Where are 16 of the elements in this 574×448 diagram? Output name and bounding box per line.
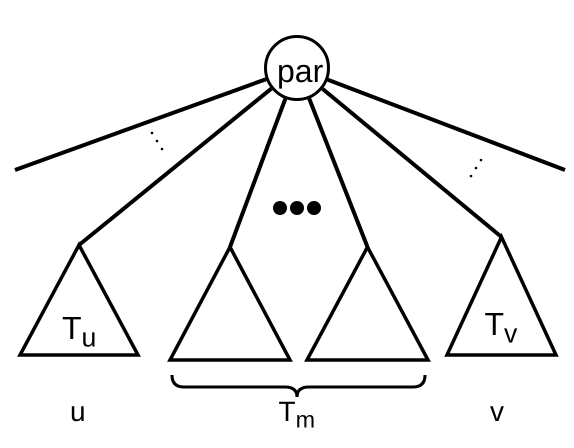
connector-line bbox=[14, 77, 267, 172]
connector-line bbox=[78, 87, 273, 247]
node-caption: v bbox=[490, 398, 504, 426]
subtree-label: T$_{v}$ bbox=[484, 308, 518, 347]
subtree-triangle bbox=[305, 245, 430, 362]
subtree-triangle bbox=[445, 235, 558, 357]
brace-label: T$_{m}$ bbox=[278, 398, 316, 432]
subtree-label: T$_{u}$ bbox=[62, 312, 96, 351]
connector-line bbox=[228, 98, 288, 248]
connector-line bbox=[307, 98, 370, 248]
connector-line bbox=[327, 78, 566, 172]
subtree-triangle bbox=[168, 245, 292, 362]
node-caption: u bbox=[70, 398, 86, 426]
subtree-triangle bbox=[18, 243, 140, 357]
connector-line bbox=[321, 87, 503, 239]
node-label: par bbox=[277, 55, 324, 87]
